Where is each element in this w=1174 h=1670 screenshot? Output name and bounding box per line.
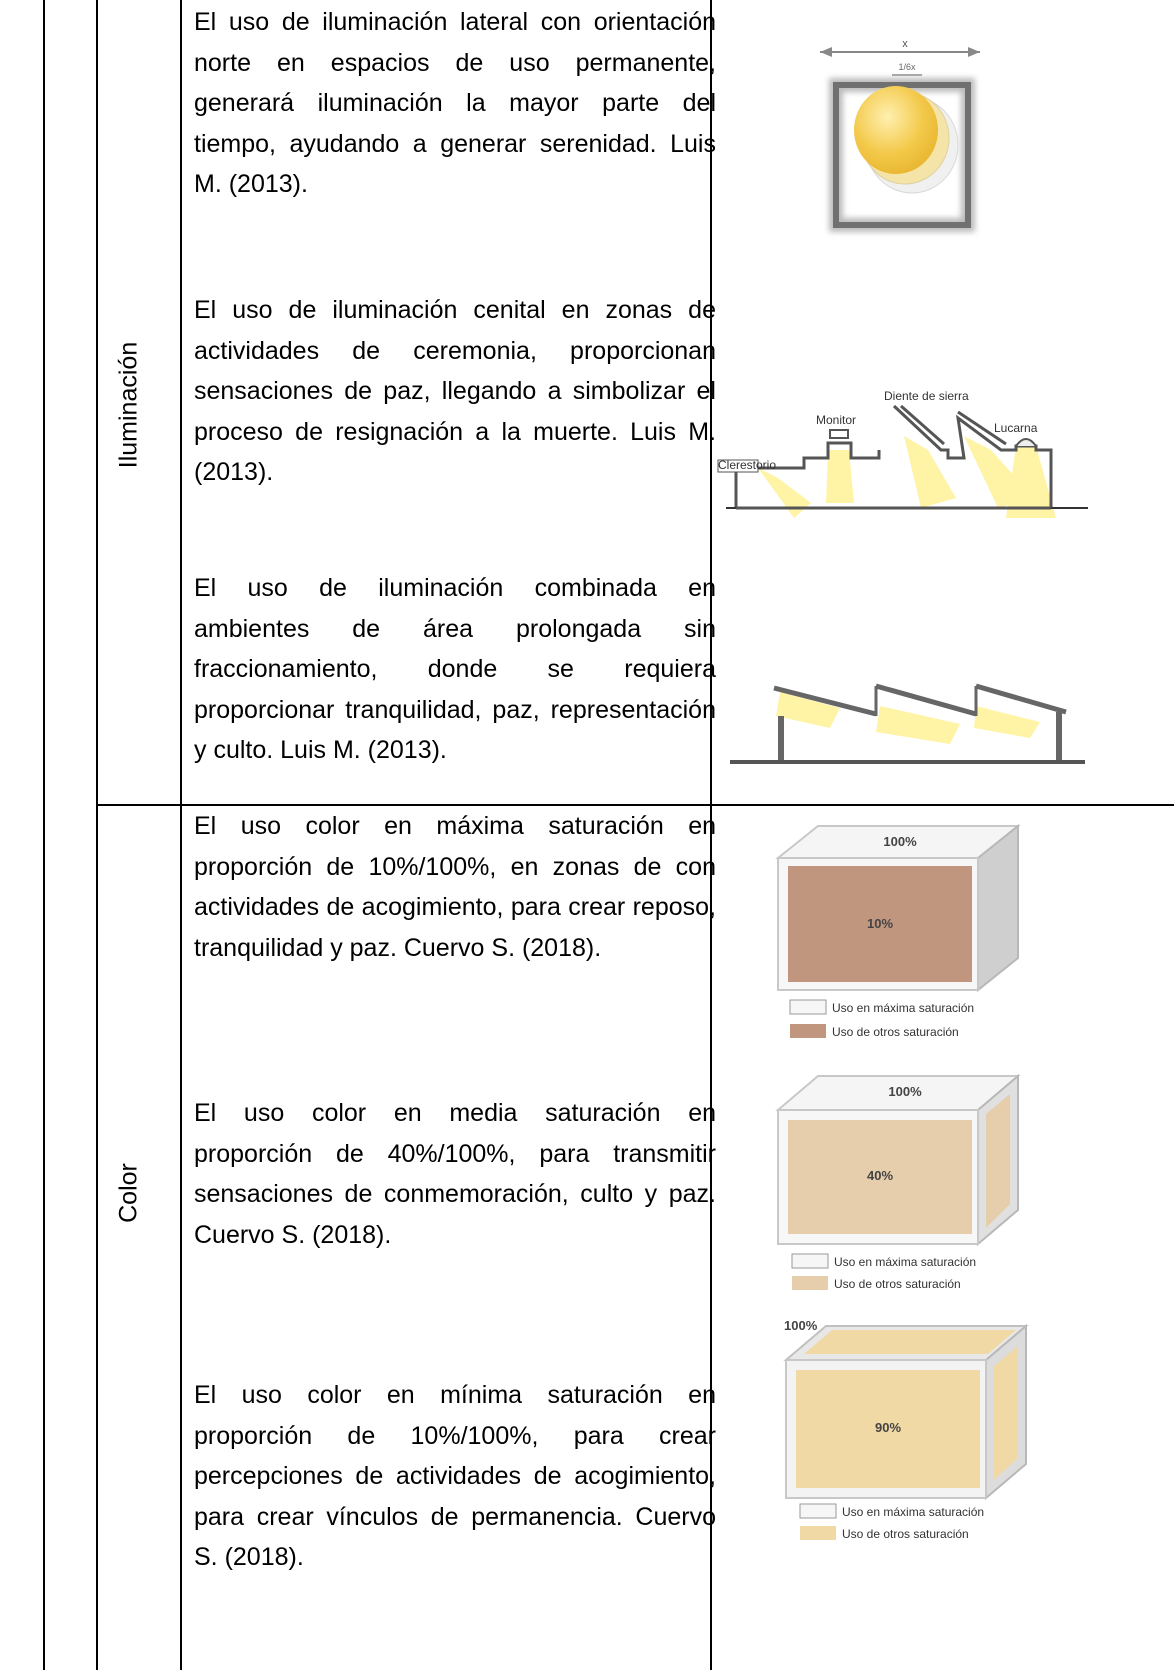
- top-label: 100%: [888, 1084, 922, 1099]
- cenital-label-monitor: Monitor: [816, 413, 856, 427]
- figure-color-minima: 100% 90% Uso en máxima saturación Uso de…: [783, 1318, 1029, 1541]
- paragraph-iluminacion-combinada: El uso de iluminación combinada en ambie…: [194, 574, 716, 764]
- figure-iluminacion-combinada: [730, 683, 1085, 764]
- category-label-color: Color: [114, 1163, 143, 1223]
- legend-1: Uso en máxima saturación: [834, 1255, 976, 1269]
- inner-label: 40%: [867, 1168, 893, 1183]
- table-row-divider: [98, 804, 1174, 806]
- table-divider-text: [180, 0, 182, 1670]
- table-border-left: [43, 0, 45, 1670]
- lateral-opening-label: 1/6x: [898, 62, 916, 72]
- inner-label: 10%: [867, 916, 893, 931]
- legend-2: Uso de otros saturación: [832, 1025, 959, 1039]
- inner-label: 90%: [875, 1420, 901, 1435]
- top-label: 100%: [784, 1318, 818, 1333]
- color-swatch-maxima: [788, 866, 972, 982]
- color-swatch-minima: [796, 1370, 980, 1488]
- legend-2: Uso de otros saturación: [834, 1277, 961, 1291]
- legend-1: Uso en máxima saturación: [832, 1001, 974, 1015]
- figure-color-media: 100% 40% Uso en máxima saturación Uso de…: [775, 1073, 1021, 1291]
- table-divider-figure: [710, 0, 712, 1670]
- table-divider-category: [96, 0, 98, 1670]
- figure-iluminacion-lateral: x 1/6x: [820, 38, 980, 232]
- paragraph-color-maxima: El uso color en máxima saturación en pro…: [194, 812, 716, 962]
- legend-1: Uso en máxima saturación: [842, 1505, 984, 1519]
- paragraph-iluminacion-cenital: El uso de iluminación cenital en zonas d…: [194, 296, 716, 486]
- cenital-label-lucarna: Lucarna: [994, 421, 1038, 435]
- category-label-iluminacion: Iluminación: [114, 341, 143, 469]
- paragraph-color-media: El uso color en media saturación en prop…: [194, 1099, 716, 1249]
- figure-color-maxima: 100% 10% Uso en máxima saturación Uso de…: [775, 823, 1021, 1039]
- cenital-label-clerestorio: Clerestorio: [718, 458, 776, 472]
- color-swatch-media: [788, 1120, 972, 1234]
- top-label: 100%: [883, 834, 917, 849]
- paragraph-color-minima: El uso color en mínima saturación en pro…: [194, 1381, 716, 1571]
- paragraph-iluminacion-lateral: El uso de iluminación lateral con orient…: [194, 8, 716, 198]
- lateral-width-label: x: [902, 38, 908, 50]
- cenital-label-diente: Diente de sierra: [884, 389, 969, 403]
- figure-iluminacion-cenital: Clerestorio Monitor Diente de sierra Luc…: [717, 389, 1088, 518]
- legend-2: Uso de otros saturación: [842, 1527, 969, 1541]
